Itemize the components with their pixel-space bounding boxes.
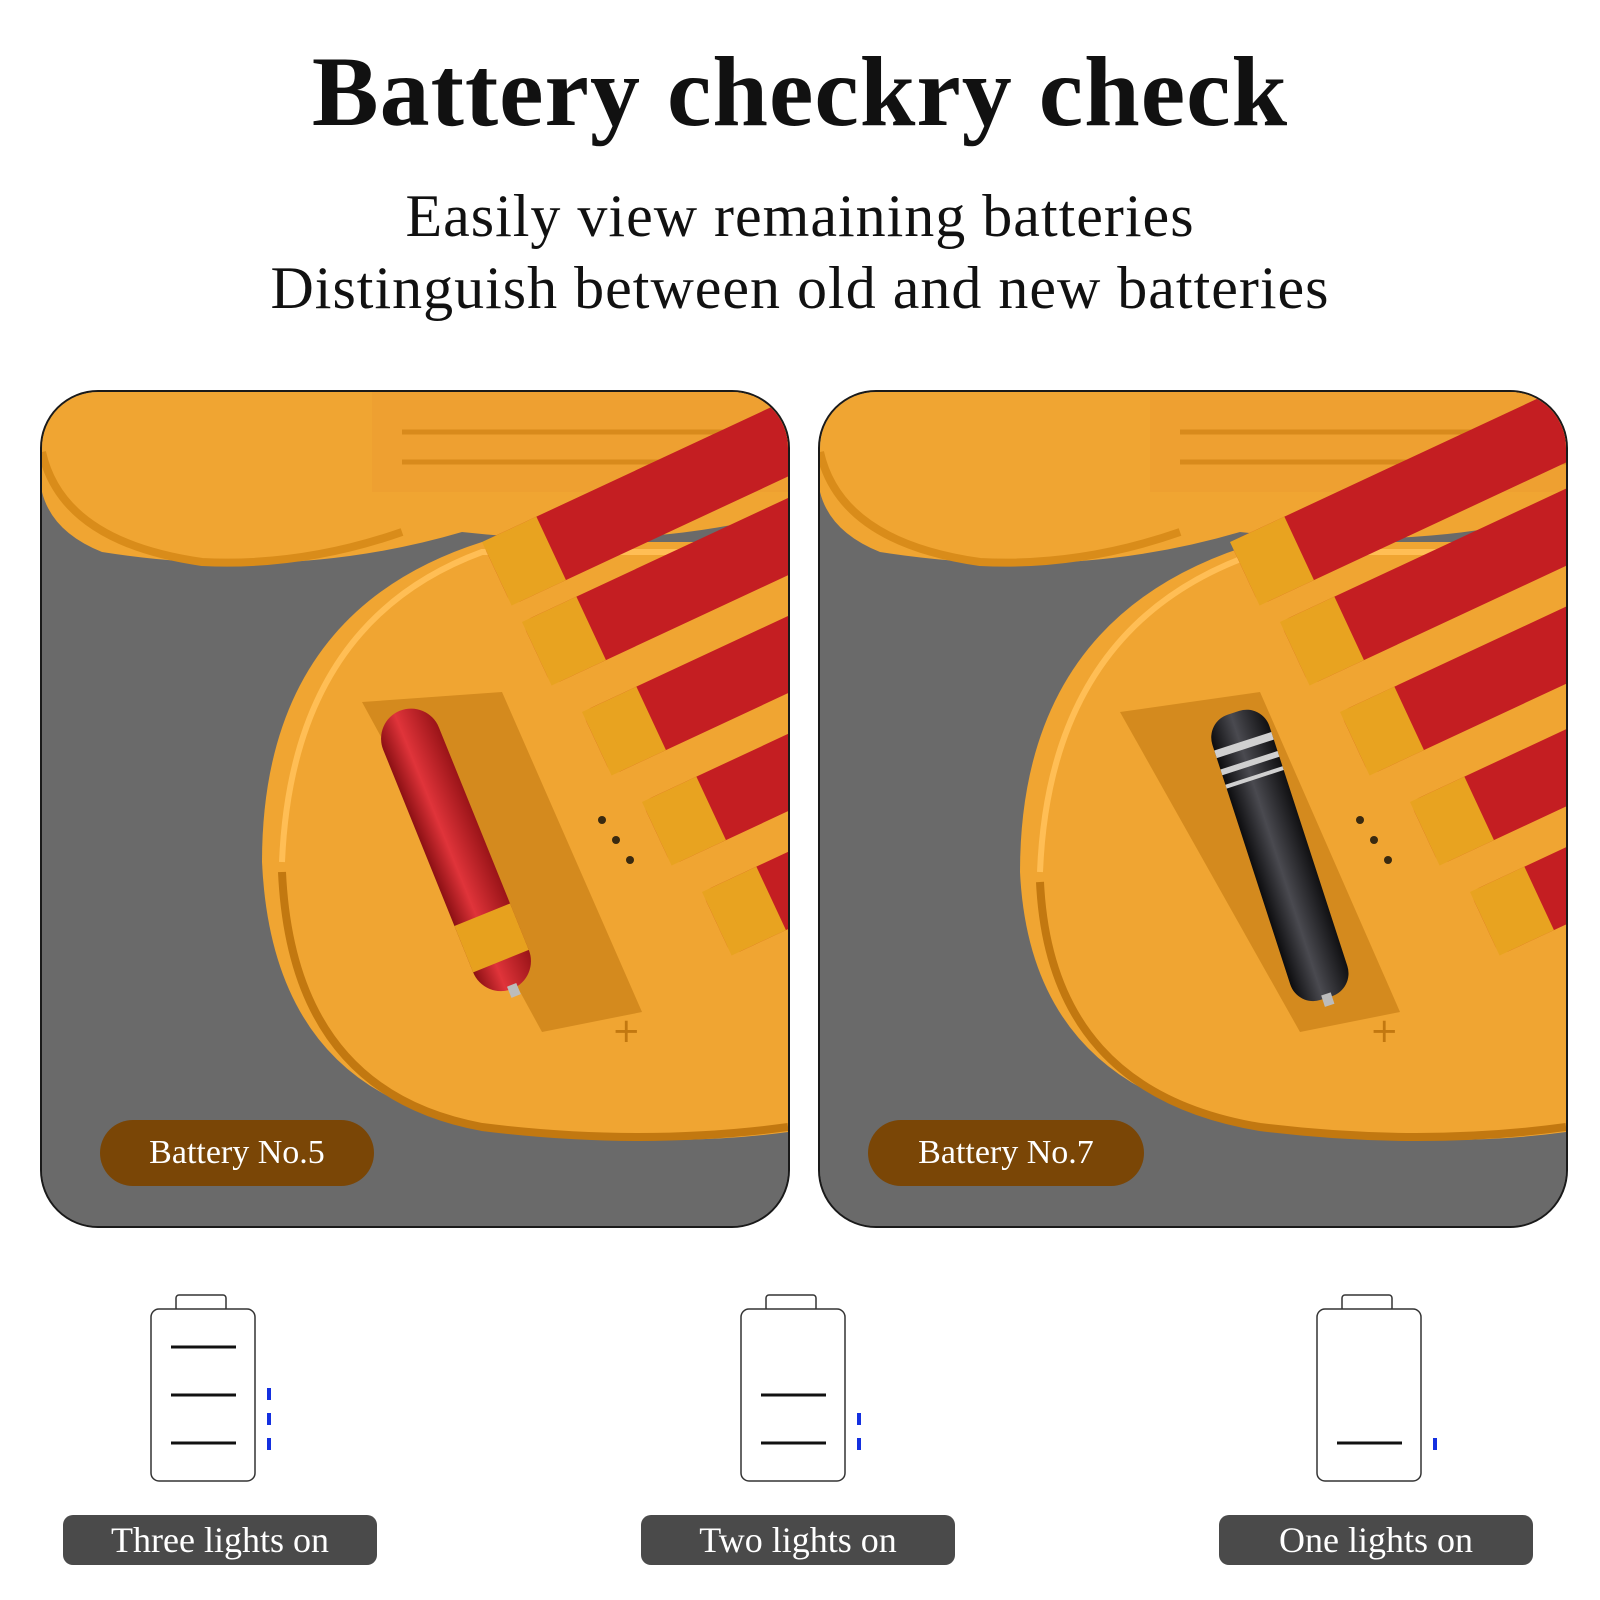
led-dot	[857, 1438, 861, 1450]
svg-text:+: +	[612, 1011, 641, 1051]
photo-battery-no7: + Battery No.7	[818, 390, 1568, 1228]
status-label-three: Three lights on	[63, 1515, 377, 1565]
photo-battery-no5: + Battery No.5	[40, 390, 790, 1228]
led-dot	[267, 1438, 271, 1450]
led-dot	[267, 1413, 271, 1425]
battery-case-illustration: +	[42, 392, 788, 1226]
subtitle-line-2: Distinguish between old and new batterie…	[270, 255, 1330, 321]
battery-type-label: Battery No.7	[868, 1120, 1144, 1186]
subtitle-line-1: Easily view remaining batteries	[405, 183, 1195, 249]
battery-level-two-icon	[740, 1294, 861, 1482]
led-dot	[857, 1413, 861, 1425]
status-label-one: One lights on	[1219, 1515, 1533, 1565]
led-dot	[1433, 1438, 1437, 1450]
svg-text:+: +	[1370, 1011, 1399, 1051]
status-label-two: Two lights on	[641, 1515, 955, 1565]
battery-case-illustration: +	[820, 392, 1566, 1226]
battery-level-one-icon	[1316, 1294, 1437, 1482]
led-dot	[267, 1388, 271, 1400]
battery-type-label: Battery No.5	[100, 1120, 374, 1186]
page-title: Battery checkry check	[311, 36, 1289, 147]
battery-level-three-icon	[150, 1294, 271, 1482]
